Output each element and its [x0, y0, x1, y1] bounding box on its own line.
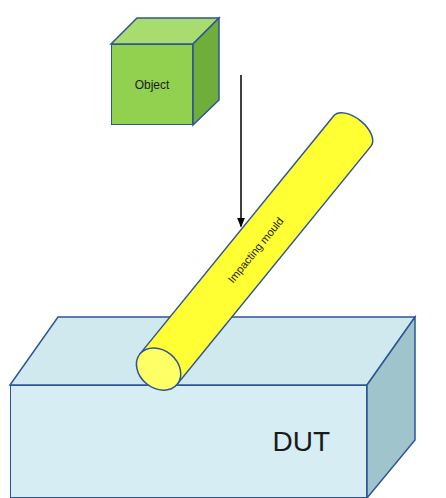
node-label: Object [135, 78, 170, 92]
cylinder-body [139, 106, 378, 384]
cylinder-mould: Impacting mould [130, 105, 379, 395]
cube-front-face: Object [111, 44, 193, 125]
dut-front-face: DUT [10, 385, 367, 498]
arrow-connector [240, 75, 242, 227]
cube-side-face [193, 18, 219, 125]
dut-side-face [367, 317, 415, 498]
node-label: DUT [272, 426, 330, 458]
